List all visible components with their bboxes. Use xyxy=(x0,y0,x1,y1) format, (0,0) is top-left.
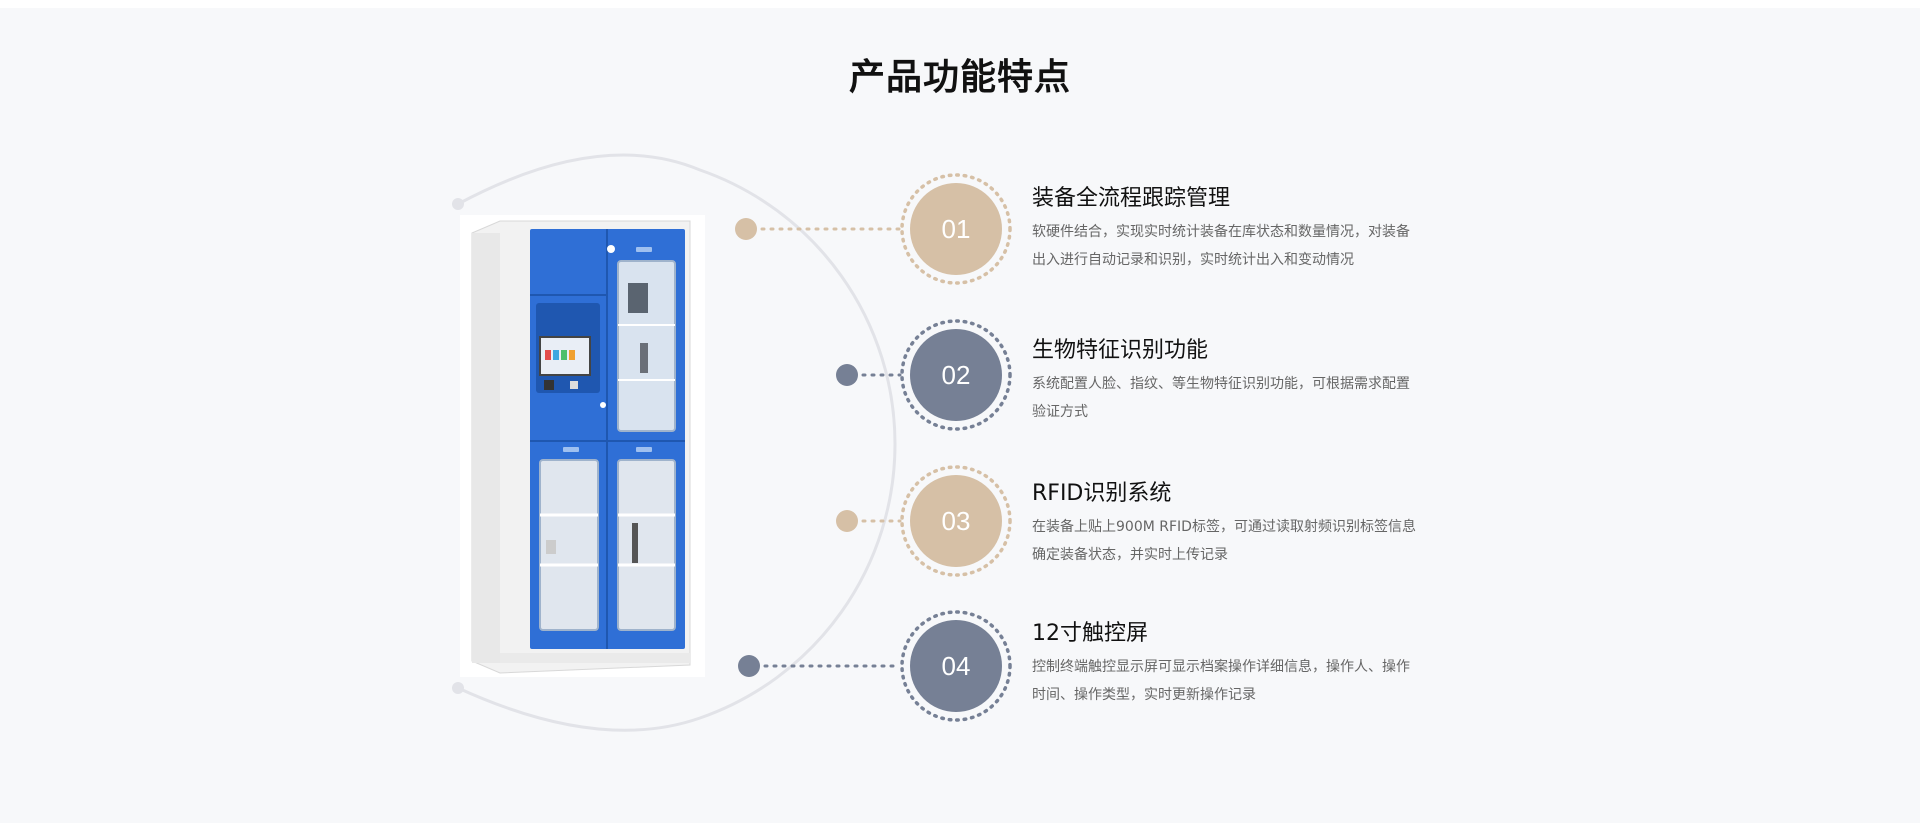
feature-desc-line: 验证方式 xyxy=(1032,404,1088,420)
arc-end-dot-bottom xyxy=(452,682,464,694)
feature-desc-line: 在装备上贴上900M RFID标签，可通过读取射频识别标签信息 xyxy=(1032,519,1416,535)
feature-desc-line: 控制终端触控显示屏可显示档案操作详细信息，操作人、操作 xyxy=(1032,659,1410,675)
feature-item-04: 12寸触控屏 控制终端触控显示屏可显示档案操作详细信息，操作人、操作 时间、操作… xyxy=(1032,619,1472,709)
feature-desc-line: 确定装备状态，并实时上传记录 xyxy=(1032,547,1228,563)
feature-desc-line: 时间、操作类型，实时更新操作记录 xyxy=(1032,687,1256,703)
number-disc-02 xyxy=(910,329,1002,421)
number-disc-04 xyxy=(910,620,1002,712)
number-ring-03 xyxy=(900,465,1012,577)
feature-item-02: 生物特征识别功能 系统配置人脸、指纹、等生物特征识别功能，可根据需求配置 验证方… xyxy=(1032,336,1472,426)
feature-item-03: RFID识别系统 在装备上贴上900M RFID标签，可通过读取射频识别标签信息… xyxy=(1032,479,1472,569)
number-ring-04 xyxy=(900,610,1012,722)
cabinet-illustration xyxy=(471,220,691,674)
feature-number-01: 01 xyxy=(941,213,971,244)
number-disc-01 xyxy=(910,183,1002,275)
feature-number-03: 03 xyxy=(941,505,971,536)
feature-title: 装备全流程跟踪管理 xyxy=(1032,186,1231,211)
decorative-arc xyxy=(457,153,897,732)
feature-title: RFID识别系统 xyxy=(1032,481,1172,506)
feature-desc-line: 软硬件结合，实现实时统计装备在库状态和数量情况，对装备 xyxy=(1032,224,1410,240)
feature-desc-line: 系统配置人脸、指纹、等生物特征识别功能，可根据需求配置 xyxy=(1032,376,1410,392)
feature-number-04: 04 xyxy=(941,650,971,681)
arc-end-dot-top xyxy=(452,198,464,210)
number-disc-03 xyxy=(910,475,1002,567)
connector-dot-01 xyxy=(735,218,757,240)
feature-desc-line: 出入进行自动记录和识别，实时统计出入和变动情况 xyxy=(1032,252,1354,268)
number-ring-01 xyxy=(900,173,1012,285)
connector-dot-04 xyxy=(738,655,760,677)
section-title: 产品功能特点 xyxy=(848,57,1071,98)
feature-number-02: 02 xyxy=(941,359,971,390)
feature-title: 12寸触控屏 xyxy=(1032,621,1148,646)
feature-item-01: 装备全流程跟踪管理 软硬件结合，实现实时统计装备在库状态和数量情况，对装备 出入… xyxy=(1032,184,1472,274)
feature-section: 产品功能特点 xyxy=(0,8,1920,823)
number-ring-02 xyxy=(900,319,1012,431)
connector-dot-02 xyxy=(836,364,858,386)
connector-dot-03 xyxy=(836,510,858,532)
decorative-arc-graphic xyxy=(452,153,1012,732)
feature-title: 生物特征识别功能 xyxy=(1032,338,1209,363)
smart-cabinet-image xyxy=(460,215,705,677)
